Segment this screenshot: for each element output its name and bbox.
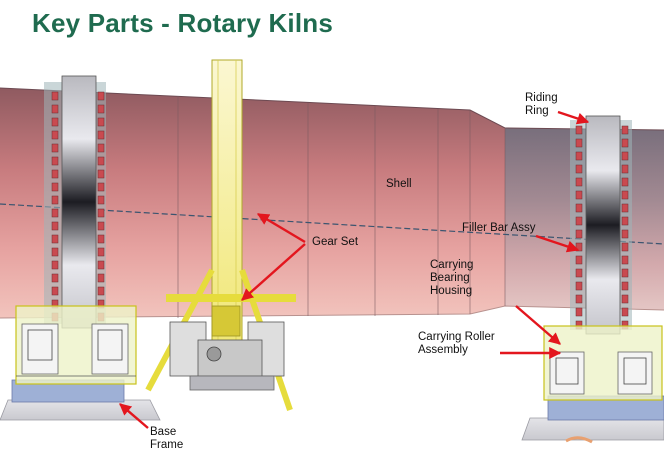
ring-tooth (51, 247, 59, 257)
ring-tooth (51, 143, 59, 153)
ring-tooth (97, 91, 105, 101)
label-filler-bar-assy: Filler Bar Assy (462, 222, 536, 234)
ring-tooth (621, 190, 629, 200)
label-riding-ring-line2: Ring (525, 105, 549, 117)
ring-tooth (51, 273, 59, 283)
label-riding-ring: Riding Ring (525, 92, 558, 118)
ring-tooth (621, 294, 629, 304)
ring-tooth (621, 216, 629, 226)
ring-tooth (97, 104, 105, 114)
ring-tooth (621, 307, 629, 317)
ring-tooth (575, 190, 583, 200)
label-cra-line2: Assembly (418, 344, 468, 356)
ring-tooth (97, 260, 105, 270)
ring-tooth (51, 234, 59, 244)
ring-tooth (97, 169, 105, 179)
riding-ring-left (44, 75, 106, 329)
ring-tooth (621, 255, 629, 265)
ring-tooth (575, 229, 583, 239)
ring-tooth (621, 229, 629, 239)
ring-tooth (575, 177, 583, 187)
ring-tooth (51, 117, 59, 127)
ring-tooth (575, 281, 583, 291)
ring-tooth (621, 125, 629, 135)
ring-tooth (97, 143, 105, 153)
slide-title: Key Parts - Rotary Kilns (32, 8, 334, 38)
ring-tooth (97, 130, 105, 140)
ring-tooth (51, 104, 59, 114)
ring-tooth (575, 164, 583, 174)
ring-tooth (621, 203, 629, 213)
ring-tooth (97, 234, 105, 244)
ring-tooth (575, 151, 583, 161)
ring-tooth (97, 221, 105, 231)
ring-tooth (51, 169, 59, 179)
ring-tooth (621, 268, 629, 278)
callout-arrows (119, 110, 590, 429)
ring-tooth (51, 182, 59, 192)
ring-tooth (97, 273, 105, 283)
ring-tooth (97, 247, 105, 257)
label-base-frame: Base Frame (150, 426, 183, 452)
ring-tooth (575, 268, 583, 278)
label-carrying-roller-assembly: Carrying Roller Assembly (418, 331, 495, 357)
ring-tooth (97, 117, 105, 127)
carrying-bearing-housing-right (543, 325, 663, 401)
riding-ring-right (570, 115, 632, 335)
ring-tooth (97, 208, 105, 218)
label-cra-line1: Carrying Roller (418, 331, 495, 343)
label-cbh-line2: Bearing (430, 272, 470, 284)
ring-tooth (51, 260, 59, 270)
label-shell: Shell (386, 178, 412, 190)
ring-tooth (575, 294, 583, 304)
ring-tooth (575, 138, 583, 148)
label-gear-set: Gear Set (312, 236, 359, 248)
ring-tooth (621, 138, 629, 148)
ring-tooth (97, 182, 105, 192)
label-base-frame-line1: Base (150, 426, 177, 438)
label-cbh-line1: Carrying (430, 259, 474, 271)
ring-tooth (621, 151, 629, 161)
ring-tooth (621, 242, 629, 252)
ring-tooth (575, 125, 583, 135)
ring-tooth (621, 281, 629, 291)
ring-tooth (97, 286, 105, 296)
ring-tooth (51, 91, 59, 101)
ring-tooth (621, 177, 629, 187)
ring-tooth (97, 195, 105, 205)
ring-tooth (97, 156, 105, 166)
label-carrying-bearing-housing: Carrying Bearing Housing (430, 259, 473, 298)
label-riding-ring-line1: Riding (525, 92, 558, 104)
gear-set (145, 59, 296, 411)
ring-tooth (575, 255, 583, 265)
ring-tooth (51, 208, 59, 218)
label-cbh-line3: Housing (430, 285, 473, 297)
ring-tooth (51, 130, 59, 140)
ring-tooth (51, 286, 59, 296)
label-base-frame-line2: Frame (150, 439, 184, 451)
ring-tooth (51, 221, 59, 231)
ring-tooth (51, 156, 59, 166)
ring-tooth (575, 203, 583, 213)
ring-tooth (621, 164, 629, 174)
ring-tooth (575, 307, 583, 317)
ring-tooth (51, 195, 59, 205)
carrying-bearing-housing-left (15, 305, 137, 385)
ring-tooth (575, 216, 583, 226)
